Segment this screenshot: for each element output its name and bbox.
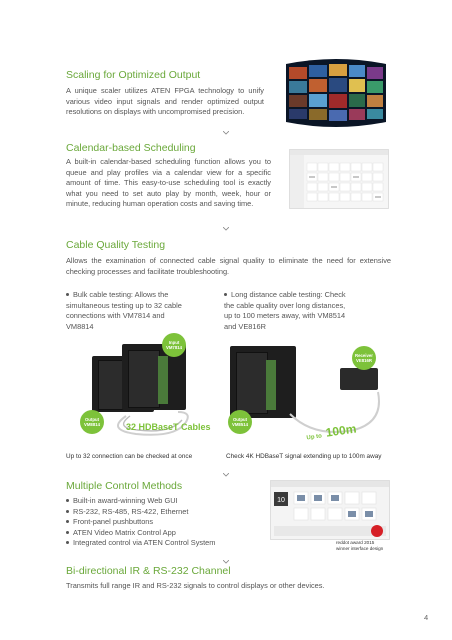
distance-value: 100m: [324, 421, 358, 440]
separator-icon: [223, 131, 229, 135]
control-item: Front-panel pushbuttons: [66, 517, 266, 528]
award-line2: winner interface design: [336, 545, 384, 551]
calendar-title: Calendar-based Scheduling: [66, 142, 196, 154]
badge-output-vm8814: Output VM8814: [80, 410, 104, 434]
control-item-text: Front-panel pushbuttons: [73, 517, 154, 527]
bullet-text: Bulk cable testing: Allows the simultane…: [66, 290, 182, 331]
web-gui-screenshot: 10: [270, 480, 390, 540]
award-text: reddot award 2015 winner interface desig…: [336, 540, 383, 551]
bullet-text: Long distance cable testing: Check the c…: [224, 290, 346, 331]
award-line1: reddot award 2015: [336, 540, 375, 545]
control-item-text: Built-in award-winning Web GUI: [73, 496, 178, 505]
bullet-icon: [66, 509, 69, 513]
bulk-test-illustration: 32 HDBaseT Cables: [66, 330, 216, 448]
bullet-icon: [224, 293, 227, 297]
cable-loop: [117, 411, 189, 436]
control-item-text: Integrated control via ATEN Control Syst…: [73, 538, 216, 548]
badge-output-vm8514: Output VM8514: [228, 410, 252, 434]
video-wall-image: [284, 58, 388, 128]
scaling-body: A unique scaler utilizes ATEN FPGA techn…: [66, 86, 264, 117]
reddot-award-icon: [370, 524, 384, 538]
control-item: ATEN Video Matrix Control App: [66, 528, 266, 539]
badge-text: Output VM8514: [231, 417, 248, 427]
cable-32-text: 32 HDBaseT Cables: [126, 422, 211, 432]
badge-text: Receiver VE816R: [355, 353, 373, 363]
separator-icon: [223, 560, 229, 564]
rack-panel: [236, 352, 268, 414]
control-item: RS-232, RS-485, RS-422, Ethernet: [66, 507, 266, 518]
badge-text: Output VM8814: [83, 417, 100, 427]
cable-title: Cable Quality Testing: [66, 239, 166, 251]
io-board: [266, 360, 276, 410]
long-cable: [289, 391, 380, 433]
long-distance-illustration: [224, 330, 392, 448]
bullet-icon: [66, 530, 69, 534]
control-item: Integrated control via ATEN Control Syst…: [66, 538, 266, 549]
cable-bullet-left: Bulk cable testing: Allows the simultane…: [66, 290, 194, 332]
control-item-text: RS-232, RS-485, RS-422, Ethernet: [73, 506, 189, 516]
control-item-text: ATEN Video Matrix Control App: [73, 527, 176, 537]
scaling-title: Scaling for Optimized Output: [66, 69, 201, 81]
badge-input-vm7814: Input VM7814: [162, 333, 186, 357]
caption-right: Check 4K HDBaseT signal extending up to …: [226, 453, 382, 460]
bullet-icon: [66, 499, 69, 503]
cable-bullet-right: Long distance cable testing: Check the c…: [224, 290, 348, 332]
separator-icon: [223, 473, 229, 477]
bullet-icon: [66, 293, 69, 297]
bullet-icon: [66, 541, 69, 545]
caption-left: Up to 32 connection can be checked at on…: [66, 453, 193, 460]
control-title: Multiple Control Methods: [66, 480, 183, 492]
control-item: Built-in award-winning Web GUI: [66, 496, 266, 507]
distance-prefix: Up to: [306, 433, 323, 442]
cable-32-label: 32 HDBaseT Cables: [126, 422, 211, 432]
bullet-icon: [66, 520, 69, 524]
separator-icon: [223, 227, 229, 231]
io-board: [158, 356, 168, 404]
cable-body: Allows the examination of connected cabl…: [66, 256, 391, 276]
calendar-screenshot: [289, 149, 389, 209]
svg-text:10: 10: [277, 497, 285, 504]
badge-receiver-ve816r: Receiver VE816R: [352, 346, 376, 370]
ir-body: Transmits full range IR and RS-232 signa…: [66, 581, 325, 590]
control-list: Built-in award-winning Web GUI RS-232, R…: [66, 496, 266, 549]
receiver-unit: [340, 368, 378, 390]
badge-text: Input VM7814: [165, 340, 182, 350]
page-number: 4: [424, 613, 429, 622]
calendar-body: A built-in calendar-based scheduling fun…: [66, 157, 271, 209]
ir-title: Bi-directional IR & RS-232 Channel: [66, 565, 231, 577]
